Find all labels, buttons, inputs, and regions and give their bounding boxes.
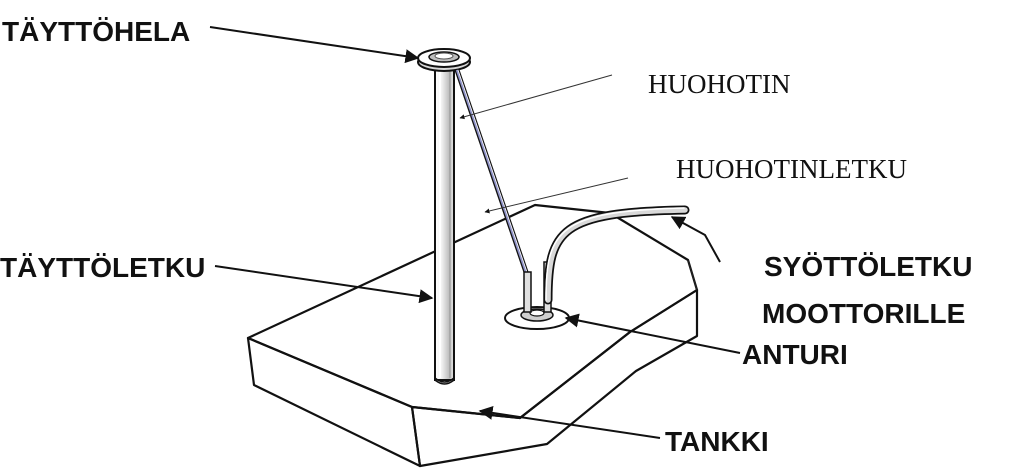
breather-hose [454, 69, 531, 279]
tank-top-face [246, 203, 699, 420]
label-moottorille: MOOTTORILLE [762, 298, 965, 329]
label-tayttoletku: TÄYTTÖLETKU [0, 252, 205, 283]
tank-front-face [246, 336, 422, 468]
label-tankki: TANKKI [665, 426, 769, 457]
label-huohotin: HUOHOTIN [648, 69, 790, 99]
fill-pipe [434, 67, 455, 385]
tank-side-face [410, 288, 699, 468]
label-syottoletku: SYÖTTÖLETKU [764, 251, 972, 282]
tank [246, 203, 699, 468]
label-huohotinletku: HUOHOTINLETKU [676, 154, 907, 184]
leader-lines [209, 26, 741, 439]
label-anturi: ANTURI [742, 339, 848, 370]
feed-hose [543, 205, 690, 305]
sensor [504, 261, 570, 330]
filler-neck [417, 48, 471, 72]
label-tayttohela: TÄYTTÖHELA [2, 16, 190, 47]
